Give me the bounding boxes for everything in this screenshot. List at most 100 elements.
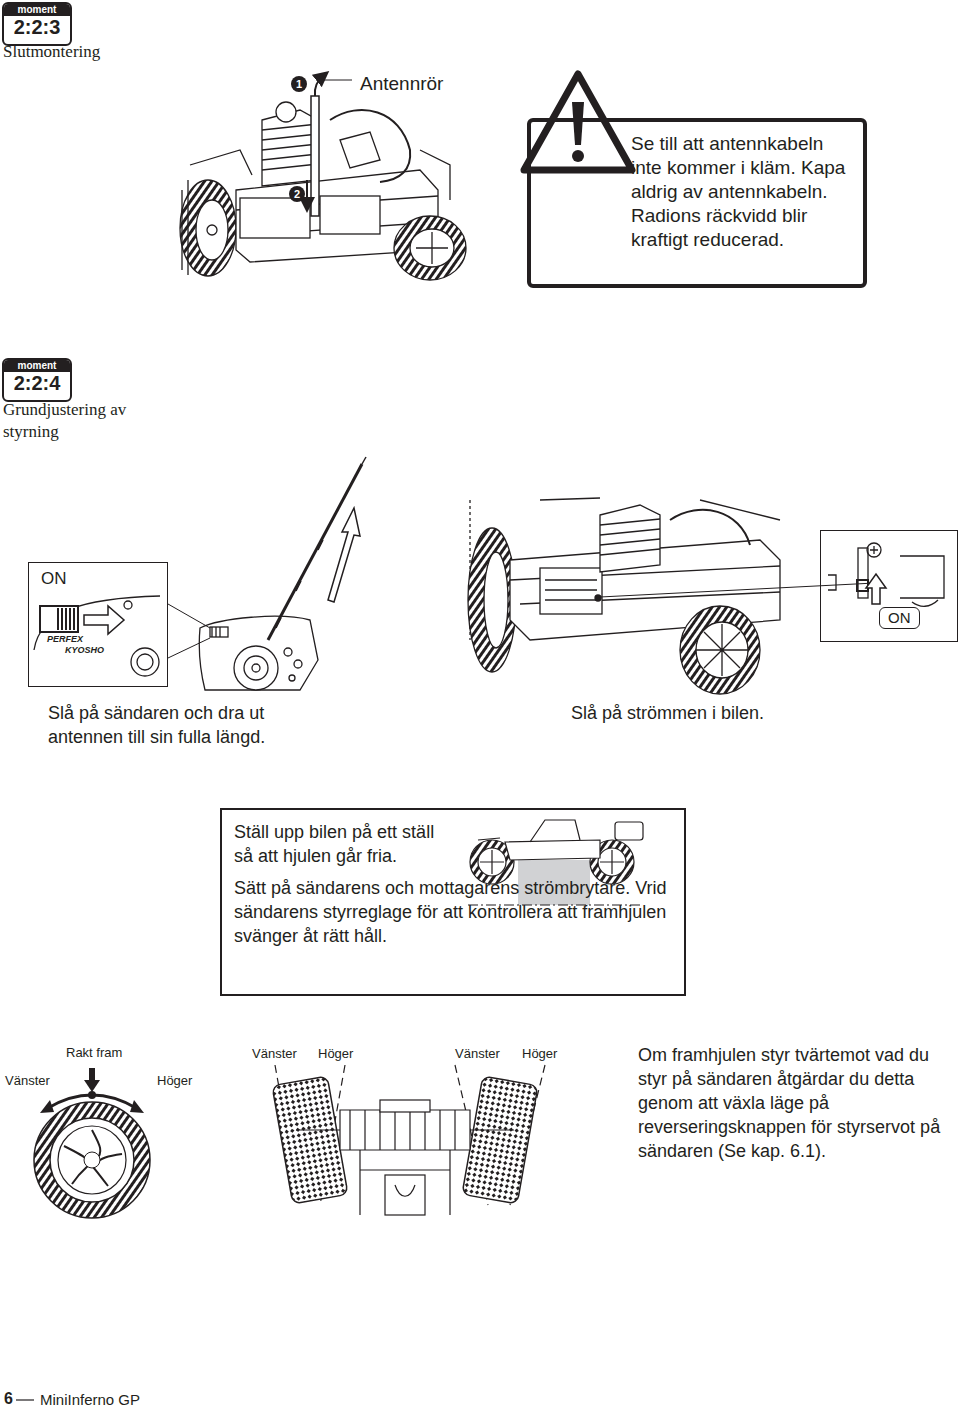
illustration-path — [168, 604, 210, 658]
illustration-path — [870, 546, 878, 554]
front-view-steering — [272, 1065, 545, 1215]
illustration-path — [315, 76, 323, 96]
instruction-text: Om framhjulen styr tvärtemot vad du styr… — [638, 1043, 956, 1163]
illustration-rect — [320, 196, 380, 234]
direction-label: Höger — [318, 1046, 353, 1062]
illustration-path — [480, 850, 504, 874]
moment-badge: moment2:2:3 — [2, 2, 72, 46]
illustration-rect — [311, 96, 319, 216]
instruction-text: Slå på sändaren och dra ut antennen till… — [48, 701, 314, 749]
page-number: 6 — [4, 1390, 13, 1408]
illustration-circle — [598, 848, 626, 876]
illustration-rect — [210, 627, 228, 637]
illustration-path — [478, 838, 500, 840]
part-name: Antennrör — [360, 72, 443, 96]
illustration-path — [912, 600, 938, 606]
warning-symbol — [524, 74, 632, 170]
illustration-circle — [244, 656, 268, 680]
direction-label: Höger — [157, 1073, 192, 1089]
illustration-circle — [276, 102, 296, 122]
illustration-path — [276, 540, 323, 628]
direction-label: Höger — [522, 1046, 557, 1062]
illustration-circle — [88, 1091, 96, 1099]
illustration-path — [572, 102, 584, 145]
brand-logo: PERFEX — [46, 634, 84, 644]
illustration-circle — [124, 601, 132, 609]
product-name: MiniInferno GP — [40, 1391, 140, 1409]
brand-logo: KYOSHO — [64, 645, 105, 655]
direction-label: Vänster — [455, 1046, 500, 1062]
antenna-tube — [307, 76, 352, 216]
illustration-g — [462, 1076, 538, 1204]
illustration-circle — [34, 1102, 150, 1218]
illustration-path — [670, 510, 750, 545]
illustration-path — [696, 624, 748, 676]
illustration-ellipse — [696, 622, 748, 678]
illustration-path — [900, 556, 944, 598]
illustration-path — [328, 508, 360, 602]
illustration-path — [323, 80, 352, 81]
illustration-rect — [615, 822, 643, 840]
illustration-path — [866, 574, 886, 604]
direction-label: Vänster — [5, 1073, 50, 1089]
illustration-rect — [857, 580, 868, 591]
illustration-rect — [272, 1076, 348, 1204]
illustration-path — [395, 1185, 415, 1196]
box-text: Ställ upp bilen på ett ställ så att hjul… — [234, 820, 449, 868]
section-title: Grundjustering av styrning — [3, 399, 168, 443]
illustration-circle — [137, 654, 153, 670]
receiver-switch-closeup — [828, 543, 944, 606]
moment-badge: moment2:2:4 — [2, 358, 72, 402]
illustration-circle — [294, 660, 302, 668]
illustration-circle — [252, 664, 260, 672]
instruction-box: Ställ upp bilen på ett ställ så att hjul… — [220, 808, 686, 996]
illustration-path — [40, 1100, 54, 1113]
illustration-path — [350, 1110, 455, 1150]
illustration-rect — [40, 606, 78, 632]
illustration-path — [182, 180, 188, 275]
illustration-ellipse — [196, 200, 228, 260]
illustration-ellipse — [394, 216, 466, 280]
illustration-circle — [284, 648, 292, 656]
illustration-path — [828, 575, 836, 590]
box-text: Se till att antennkabeln inte kommer i k… — [631, 132, 859, 252]
warning-box: Se till att antennkabeln inte kommer i k… — [527, 118, 867, 288]
illustration-rect — [462, 1076, 538, 1204]
box-text: ON — [879, 607, 920, 629]
illustration-circle — [131, 648, 159, 676]
illustration-circle — [207, 225, 217, 235]
illustration-circle — [572, 150, 584, 162]
illustration-path — [84, 1080, 100, 1092]
illustration-path — [505, 840, 600, 860]
box-text: Sätt på sändarens och mottagarens strömb… — [234, 876, 679, 948]
illustration-circle — [50, 1118, 134, 1202]
step-number: 2:2:3 — [4, 16, 70, 38]
illustration-path — [362, 457, 366, 464]
step-number: 2:2:4 — [4, 372, 70, 394]
illustration-path — [89, 1068, 95, 1082]
illustration-circle — [84, 1152, 100, 1168]
illustration-circle — [234, 646, 278, 690]
illustration-path — [340, 132, 380, 168]
badge-caption: moment — [4, 4, 70, 16]
illustration-path — [199, 616, 318, 690]
illustration-path — [530, 820, 580, 842]
illustration-path — [262, 124, 318, 170]
illustration-circle — [478, 848, 506, 876]
illustration-path — [416, 232, 448, 264]
illustration-path — [524, 74, 632, 170]
illustration-rect — [385, 1175, 425, 1215]
illustration-path — [296, 1129, 514, 1130]
illustration-rect — [240, 198, 310, 238]
car-top-illustration — [180, 102, 466, 280]
detail-inset: ON — [28, 562, 168, 687]
illustration-ellipse — [468, 528, 516, 672]
instruction-text: Slå på strömmen i bilen. — [571, 701, 764, 725]
illustration-rect — [380, 1100, 430, 1112]
direction-label: Vänster — [252, 1046, 297, 1062]
illustration-circle — [595, 595, 601, 601]
illustration-path — [64, 1130, 122, 1186]
illustration-path — [340, 1110, 470, 1150]
illustration-path — [212, 627, 220, 637]
illustration-path — [360, 1150, 450, 1215]
